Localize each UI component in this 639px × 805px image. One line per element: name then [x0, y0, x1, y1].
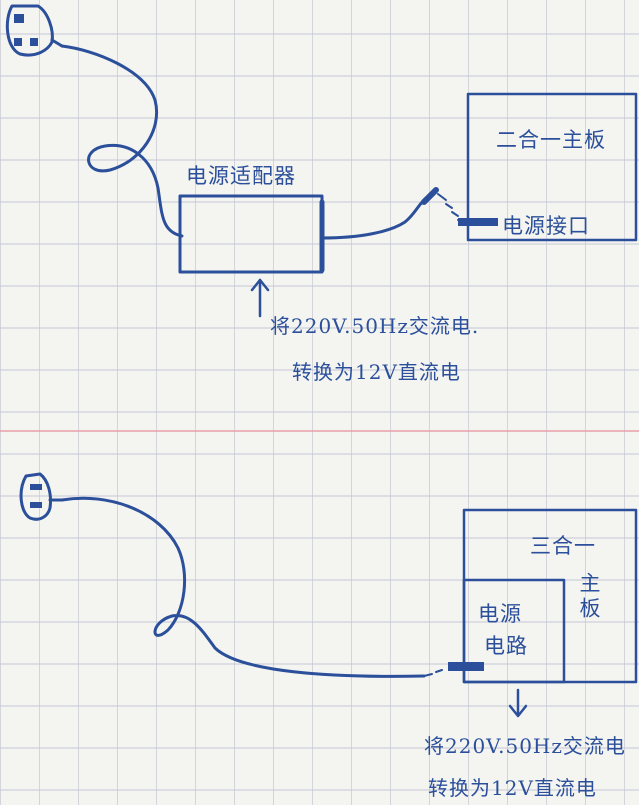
- board-label: 二合一主板: [496, 128, 606, 152]
- power-circuit-box: [462, 578, 566, 684]
- port-label: 电源接口: [502, 214, 590, 238]
- dc-cable-top: [320, 196, 428, 240]
- power-port-top: [458, 218, 498, 226]
- note-bottom-line1: 将220V.50Hz交流电: [424, 734, 626, 758]
- adapter-label: 电源适配器: [186, 164, 296, 188]
- ac-cable-top: [60, 44, 184, 238]
- ac-cable-bottom: [60, 496, 426, 678]
- circuit-label-line2: 电路: [484, 634, 528, 658]
- dc-plug-top: [421, 187, 439, 205]
- note-bottom-line2: 转换为12V直流电: [428, 776, 597, 800]
- wall-plug-bottom-icon: [19, 472, 64, 521]
- arrow-up-icon: [250, 278, 270, 318]
- arrow-down-icon: [508, 688, 528, 718]
- two-in-one-board-box: [466, 92, 638, 242]
- power-adapter-box: [178, 194, 324, 274]
- note-top-line1: 将220V.50Hz交流电.: [270, 314, 480, 338]
- board-label-top: 三合一: [530, 534, 596, 558]
- power-port-bottom: [448, 662, 484, 671]
- board-label-side: 主板: [577, 572, 601, 622]
- wall-plug-top-icon: [5, 4, 64, 57]
- note-top-line2: 转换为12V直流电: [292, 360, 461, 384]
- circuit-label-line1: 电源: [478, 602, 522, 626]
